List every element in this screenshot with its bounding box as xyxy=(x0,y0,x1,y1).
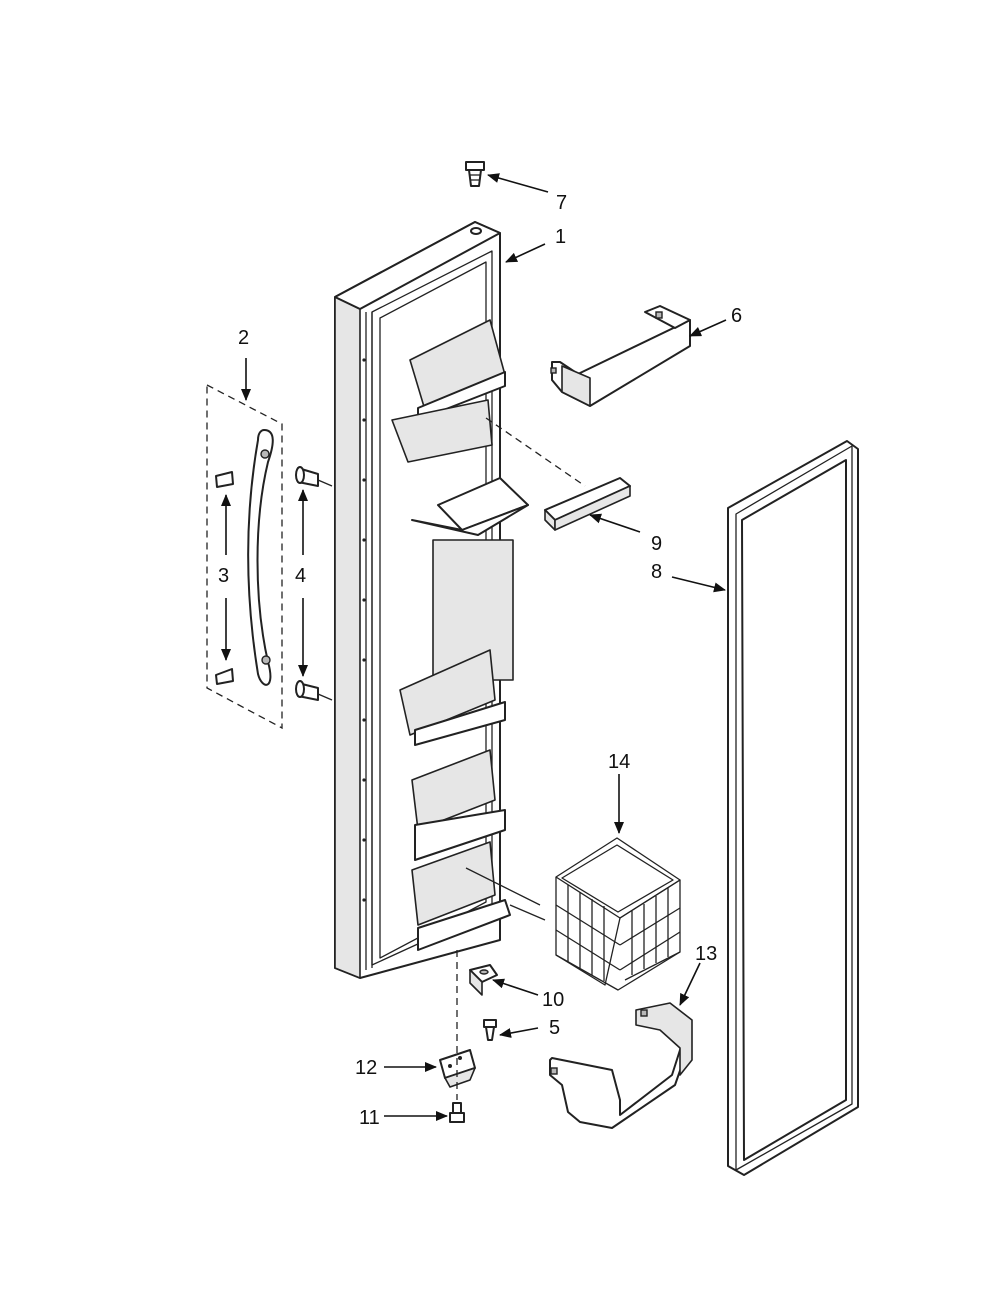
handle-assembly xyxy=(206,384,319,730)
callout-14: 14 xyxy=(608,751,630,773)
callout-7: 7 xyxy=(556,192,567,214)
callout-labels: 7 1 6 2 3 4 9 8 14 13 10 5 12 11 xyxy=(218,192,742,1129)
bin-bracket xyxy=(549,1002,693,1129)
callout-13: 13 xyxy=(695,943,717,965)
trim-strip-guide-line xyxy=(485,417,586,487)
door-bin xyxy=(550,305,691,407)
callout-2: 2 xyxy=(238,327,249,349)
callout-6: 6 xyxy=(731,305,742,327)
callout-11: 11 xyxy=(359,1107,380,1129)
callout-4: 4 xyxy=(295,565,306,587)
callout-12: 12 xyxy=(355,1057,377,1079)
callout-10: 10 xyxy=(542,989,564,1011)
callout-3: 3 xyxy=(218,565,229,587)
hinge-bottom-screw xyxy=(449,1102,465,1123)
hinge-cap xyxy=(469,964,498,996)
door-gasket xyxy=(727,440,859,1176)
callout-9: 9 xyxy=(651,533,662,555)
trim-strip xyxy=(544,477,631,531)
hinge-screw xyxy=(483,1019,497,1041)
door-bins xyxy=(391,319,529,951)
hinge-pin-screw xyxy=(465,161,485,187)
door-edge-studs xyxy=(362,358,366,902)
callout-1: 1 xyxy=(555,226,566,248)
door-assembly xyxy=(334,221,529,979)
callout-leaders xyxy=(221,173,727,1121)
bottom-hinge xyxy=(439,1049,476,1088)
callout-5: 5 xyxy=(549,1017,560,1039)
wire-basket xyxy=(555,837,681,991)
callout-8: 8 xyxy=(651,561,662,583)
